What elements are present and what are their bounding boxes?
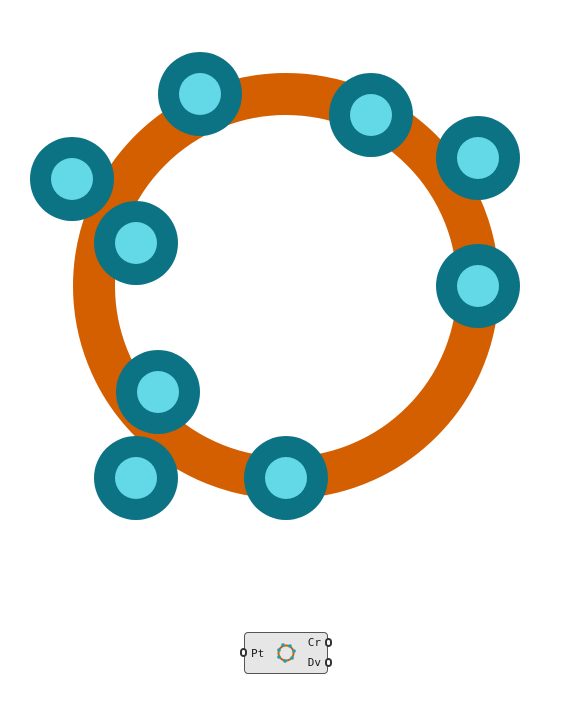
point-marker [436, 244, 520, 328]
point-marker-inner [137, 371, 179, 413]
point-marker [329, 73, 413, 157]
icon-dot [283, 659, 287, 663]
icon-dot [277, 655, 281, 659]
point-marker [94, 201, 178, 285]
icon-dot [292, 649, 296, 653]
point-marker-inner [457, 137, 499, 179]
circle-fit-icon [277, 643, 296, 663]
input-points [30, 52, 520, 520]
point-marker [244, 436, 328, 520]
input-label-pt: Pt [251, 647, 265, 660]
output-grip-dv[interactable] [325, 658, 332, 667]
icon-dot [288, 644, 292, 648]
icon-dot [281, 643, 285, 647]
icon-dot [290, 656, 294, 660]
icon-dot [277, 648, 281, 652]
output-grip-cr[interactable] [325, 638, 332, 647]
point-marker-inner [350, 94, 392, 136]
point-marker-inner [115, 457, 157, 499]
input-grip-pt[interactable] [240, 648, 247, 657]
point-marker-inner [179, 73, 221, 115]
point-marker-inner [115, 222, 157, 264]
point-marker-inner [265, 457, 307, 499]
point-marker [436, 116, 520, 200]
point-marker [116, 350, 200, 434]
point-marker-inner [457, 265, 499, 307]
point-marker [158, 52, 242, 136]
output-label-cr: Cr [307, 636, 321, 649]
point-marker-inner [51, 158, 93, 200]
output-label-dv: Dv [307, 656, 321, 669]
point-marker [94, 436, 178, 520]
circle-fit-component[interactable]: Pt Cr Dv [240, 632, 332, 674]
point-marker [30, 137, 114, 221]
